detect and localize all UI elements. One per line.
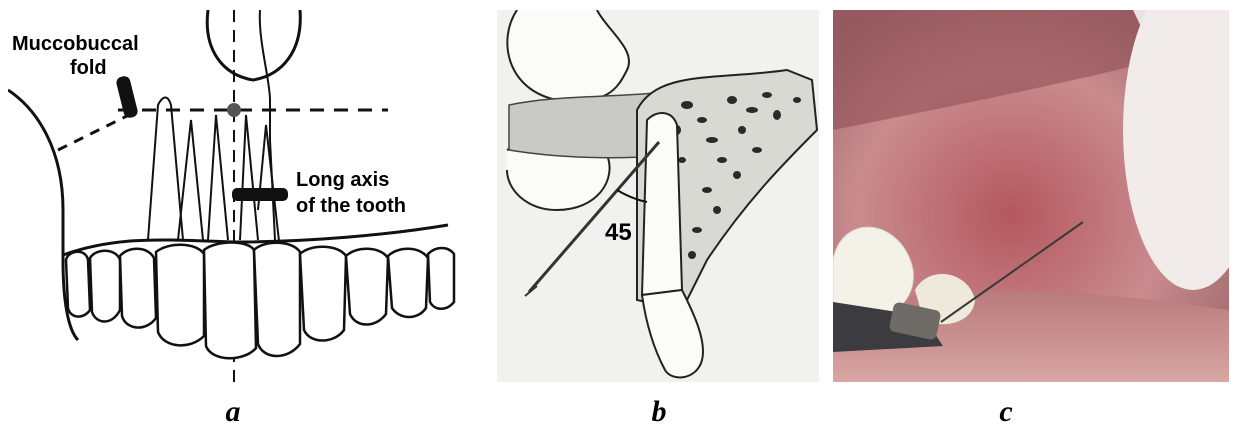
- root-1: [148, 98, 183, 241]
- injection-point: [227, 103, 241, 117]
- caption-c: c: [976, 395, 1036, 429]
- upper-lip-outline: [507, 10, 629, 101]
- anterior-teeth-drawing: Muccobuccal fold Long axis of the tooth: [8, 10, 456, 382]
- tooth-root: [642, 113, 682, 295]
- caption-b: b: [629, 395, 689, 429]
- diagram-panel-a: Muccobuccal fold Long axis of the tooth: [8, 10, 456, 382]
- cross-section-drawing: 45: [497, 10, 819, 382]
- angle-label: 45: [605, 219, 632, 246]
- crowns-row: [66, 243, 454, 359]
- diagram-panel-b: 45: [497, 10, 819, 382]
- fold-pointer: [115, 75, 139, 119]
- root-3: [208, 115, 228, 240]
- clinical-photo: [833, 10, 1229, 382]
- root-5: [258, 125, 280, 250]
- caption-a: a: [203, 395, 263, 429]
- axis-label-line2: of the tooth: [296, 195, 406, 217]
- fold-label-line1: Muccobuccal: [12, 33, 139, 55]
- clinical-photo-panel-c: [833, 10, 1229, 382]
- root-4: [240, 115, 258, 240]
- fold-label-line2: fold: [70, 57, 107, 79]
- fold-reference-line: [58, 113, 133, 150]
- axis-label-line1: Long axis: [296, 169, 389, 191]
- nasal-outline: [207, 10, 300, 80]
- tooth-crown: [642, 290, 703, 377]
